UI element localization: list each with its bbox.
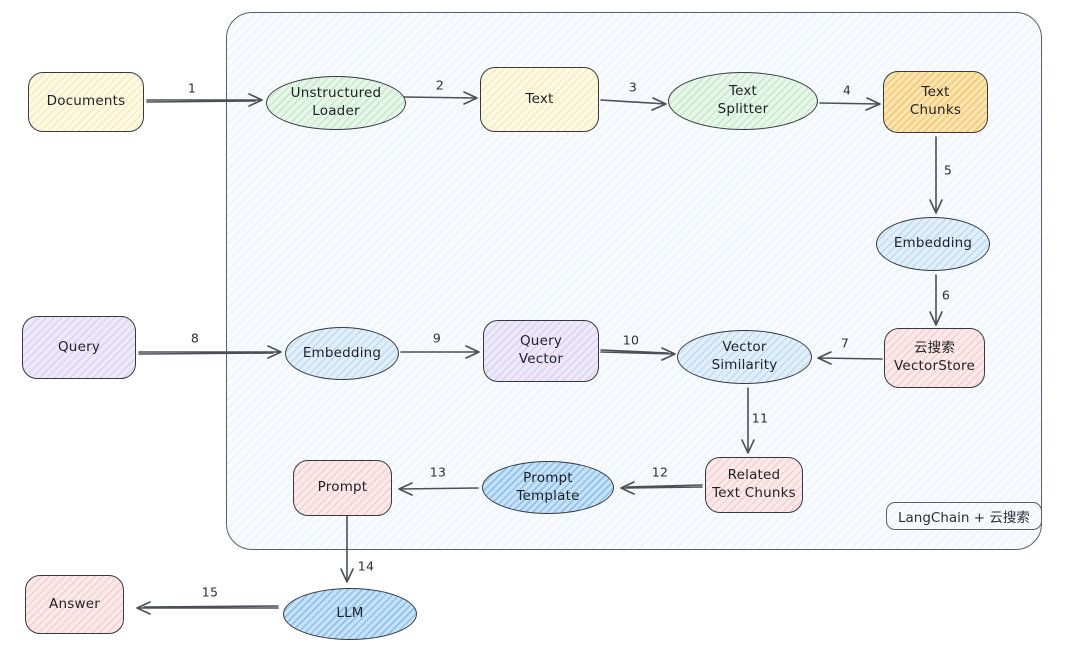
frame-caption: LangChain + 云搜索 [886, 502, 1042, 530]
node-query-vector: Query Vector [483, 320, 599, 382]
node-vectorstore: 云搜索 VectorStore [884, 328, 985, 388]
edge-label-4: 4 [842, 82, 852, 98]
edge-label-7: 7 [840, 335, 850, 351]
node-prompt: Prompt [293, 460, 392, 516]
edge-label-1: 1 [187, 80, 197, 96]
edge-label-5: 5 [943, 162, 953, 178]
edge-label-10: 10 [622, 332, 640, 348]
edge-label-13: 13 [429, 464, 447, 480]
node-unstructured-loader: Unstructured Loader [266, 76, 406, 130]
node-text: Text [480, 67, 599, 132]
node-embedding-docs: Embedding [876, 217, 990, 271]
node-llm: LLM [283, 588, 417, 640]
edge-label-6: 6 [941, 287, 951, 303]
node-documents: Documents [28, 72, 144, 132]
edge-label-12: 12 [651, 464, 669, 480]
edge-label-3: 3 [628, 79, 638, 95]
edge-label-8: 8 [190, 330, 200, 346]
edge-label-15: 15 [201, 584, 219, 600]
edge-label-14: 14 [357, 558, 375, 574]
node-text-splitter: Text Splitter [668, 72, 818, 130]
edge-label-11: 11 [751, 410, 769, 426]
node-related-text-chunks: Related Text Chunks [705, 457, 803, 513]
node-query: Query [22, 316, 136, 379]
node-vector-similarity: Vector Similarity [677, 330, 812, 384]
node-answer: Answer [25, 575, 124, 634]
node-text-chunks: Text Chunks [883, 71, 988, 133]
arrow-15 [136, 601, 279, 615]
node-embedding-query: Embedding [285, 327, 399, 380]
edge-label-2: 2 [435, 77, 445, 93]
node-prompt-template: Prompt Template [482, 461, 614, 514]
edge-label-9: 9 [432, 330, 442, 346]
